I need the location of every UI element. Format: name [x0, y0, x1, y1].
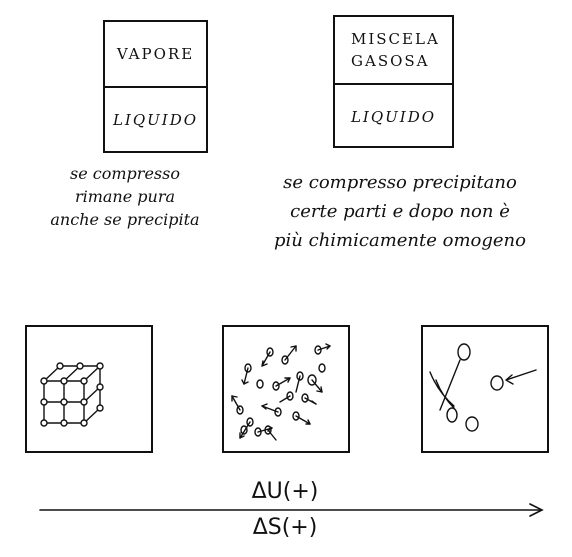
vapor-cell: VAPORE: [105, 22, 206, 88]
note-pure-line-1: se compresso: [70, 164, 180, 183]
gas-mixture-label-line2: GASOSA: [351, 52, 430, 70]
delta-u-label: ΔU(+): [251, 479, 319, 504]
note-pure-line-2: rimane pura: [74, 187, 176, 206]
note-mixture-line-3: più chimicamente omogeno: [274, 230, 526, 251]
liquid-cell-2: LIQUIDO: [335, 87, 452, 147]
gas-mixture-liquid-box: MISCELA GASOSA LIQUIDO: [333, 15, 454, 148]
solid-lattice-drawing: [40, 362, 104, 427]
note-pure-substance: se compresso rimane pura anche se precip…: [10, 163, 240, 231]
energy-entropy-arrow: [39, 503, 544, 517]
liquid-cell-1: LIQUIDO: [105, 88, 206, 152]
gas-mixture-cell: MISCELA GASOSA: [335, 17, 452, 85]
vapor-label: VAPORE: [116, 45, 195, 63]
gas-mixture-label-line1: MISCELA: [351, 30, 440, 48]
delta-s-label: ΔS(+): [252, 515, 318, 540]
solid-state-panel: [25, 325, 153, 453]
liquid-particles-drawing: [231, 343, 331, 441]
liquid-state-panel: [222, 325, 350, 453]
liquid-label-1: LIQUIDO: [112, 111, 199, 129]
note-gas-mixture: se compresso precipitano certe parti e d…: [240, 168, 560, 255]
vapor-liquid-box: VAPORE LIQUIDO: [103, 20, 208, 153]
gas-particles-drawing: [429, 343, 537, 432]
gas-state-panel: [421, 325, 549, 453]
liquid-label-2: LIQUIDO: [350, 108, 437, 126]
note-pure-line-3: anche se precipita: [50, 210, 200, 229]
note-mixture-line-1: se compresso precipitano: [283, 172, 517, 193]
note-mixture-line-2: certe parti e dopo non è: [290, 201, 510, 222]
